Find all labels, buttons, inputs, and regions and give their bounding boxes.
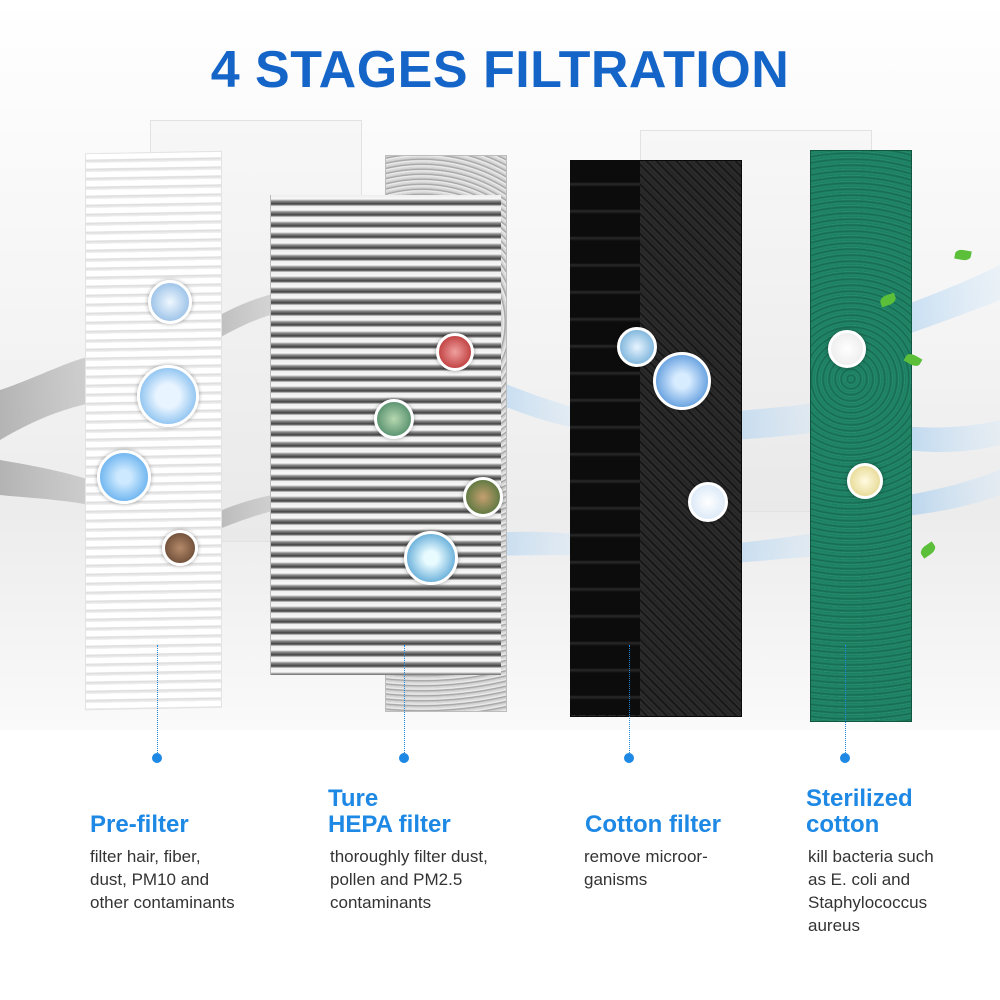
- pre-filter-panel: [85, 150, 222, 711]
- stage-description: thoroughly filter dust, pollen and PM2.5…: [330, 847, 488, 912]
- stage-description: remove microor- ganisms: [584, 847, 708, 889]
- stage-title: Pre-filter: [90, 811, 189, 838]
- stage-title: Sterilized cotton: [806, 785, 913, 838]
- pollen-particle-icon: [97, 450, 151, 504]
- stage-connector: [157, 645, 159, 755]
- stage-title: Cotton filter: [585, 811, 721, 838]
- e-coli-icon: [847, 463, 883, 499]
- microbe-icon: [404, 531, 458, 585]
- stage-marker-dot: [399, 753, 409, 763]
- stage-connector: [404, 645, 406, 755]
- hair-particle-icon: [162, 530, 198, 566]
- page-title: 4 STAGES FILTRATION: [210, 41, 790, 99]
- filter-illustration: [0, 0, 1000, 730]
- dust-particle-icon: [148, 280, 192, 324]
- stage-description: kill bacteria such as E. coli and Staphy…: [808, 847, 934, 935]
- sterilized-cotton-panel: [810, 150, 912, 722]
- germ-icon: [688, 482, 728, 522]
- fiber-particle-icon: [137, 365, 199, 427]
- stage-labels: [0, 730, 1000, 1000]
- virus-icon: [617, 327, 657, 367]
- mold-spore-icon: [374, 399, 414, 439]
- cotton-filter-side: [570, 160, 640, 715]
- stage-description: filter hair, fiber, dust, PM10 and other…: [90, 847, 235, 912]
- plant-pollen-icon: [463, 477, 503, 517]
- stage-connector: [629, 645, 631, 755]
- stage-marker-dot: [840, 753, 850, 763]
- stage-title: Ture HEPA filter: [328, 785, 451, 838]
- stage-connector: [845, 645, 847, 755]
- red-blood-cell-icon: [436, 333, 474, 371]
- stage-marker-dot: [624, 753, 634, 763]
- bacteria-icon: [653, 352, 711, 410]
- sterile-particle-icon: [828, 330, 866, 368]
- stage-marker-dot: [152, 753, 162, 763]
